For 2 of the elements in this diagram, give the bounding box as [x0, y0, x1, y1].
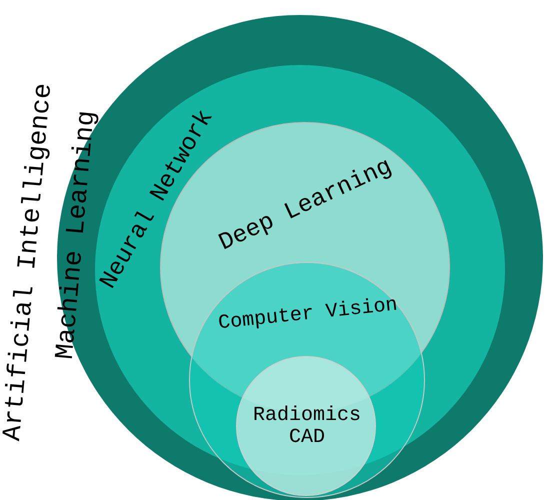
- circle-label: Computer Vision: [217, 294, 399, 336]
- circle-label: Radiomics CAD: [252, 405, 362, 449]
